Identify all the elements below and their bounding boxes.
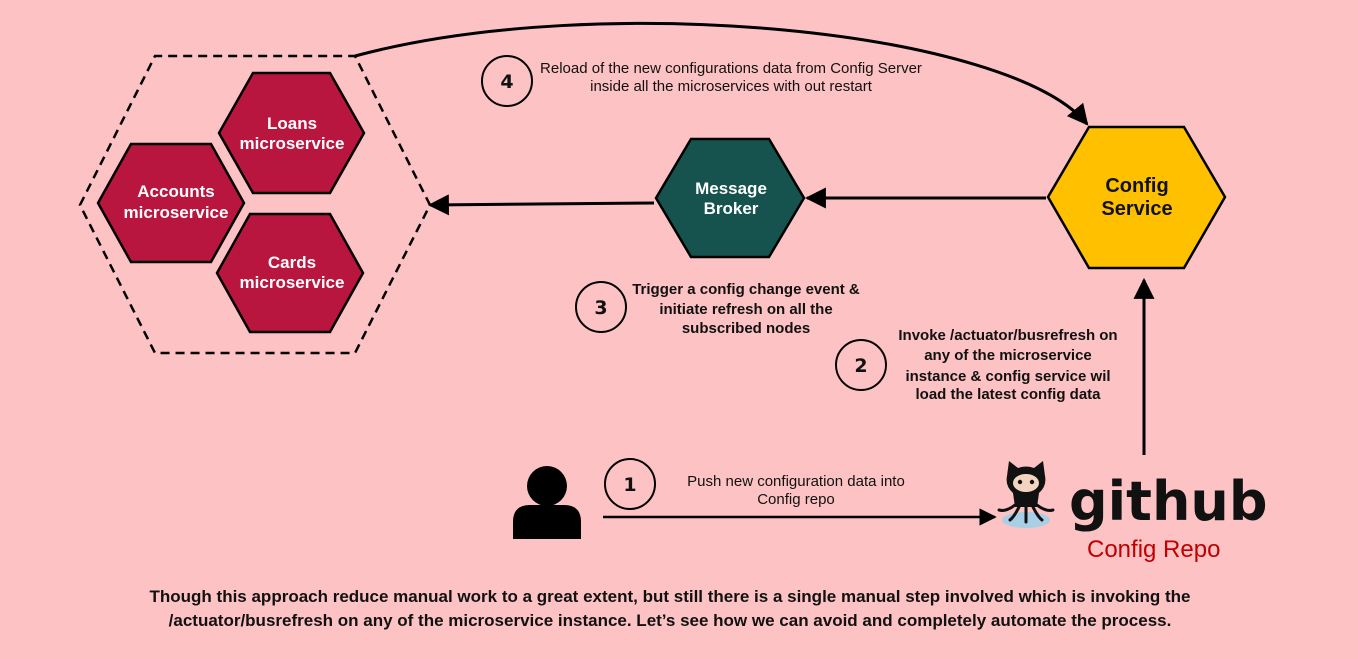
cards-sublabel: microservice	[240, 273, 345, 292]
step-1-circle	[604, 458, 656, 510]
cards-microservice-hexagon[interactable]: Cards microservice	[215, 212, 365, 334]
config-repo-label: Config Repo	[1087, 536, 1220, 563]
message-broker-hexagon[interactable]: Message Broker	[654, 137, 806, 259]
octocat-icon	[997, 461, 1055, 528]
accounts-sublabel: microservice	[124, 203, 229, 222]
accounts-microservice-hexagon[interactable]: Accounts microservice	[96, 142, 246, 264]
footer-line-2: /actuator/busrefresh on any of the micro…	[169, 611, 1172, 630]
config-service-sublabel: Service	[1101, 198, 1172, 220]
step-3-text-line-2: initiate refresh on all the	[659, 301, 832, 318]
user-icon	[513, 466, 581, 539]
config-service-label: Config	[1105, 175, 1168, 197]
step-1-text-line-1: Push new configuration data into	[687, 473, 905, 490]
step-3-text-line-1: Trigger a config change event &	[632, 281, 860, 298]
accounts-label: Accounts	[137, 182, 214, 201]
arrow-broker-to-services	[427, 194, 655, 216]
step-2-text-line-4: load the latest config data	[915, 386, 1101, 403]
github-wordmark: github	[1069, 470, 1268, 533]
step-3-text-line-3: subscribed nodes	[682, 320, 810, 337]
message-broker-label: Message	[695, 179, 767, 198]
step-2-circle	[835, 339, 887, 391]
message-broker-sublabel: Broker	[704, 199, 759, 218]
step-3-circle	[575, 281, 627, 333]
step-4-text-line-1: Reload of the new configurations data fr…	[540, 60, 922, 77]
step-4-text-line-2: inside all the microservices with out re…	[590, 78, 873, 95]
step-3-number: 3	[594, 297, 607, 319]
step-1-text-line-2: Config repo	[757, 491, 835, 508]
step-4-circle	[481, 55, 533, 107]
step-2-text-line-3: instance & config service wil	[905, 368, 1110, 385]
step-2-text-line-2: any of the microservice	[924, 347, 1092, 364]
loans-sublabel: microservice	[240, 134, 345, 153]
loans-microservice-hexagon[interactable]: Loans microservice	[217, 71, 366, 195]
step-1-number: 1	[623, 474, 636, 496]
cards-label: Cards	[268, 253, 316, 272]
config-service-hexagon[interactable]: Config Service	[1046, 125, 1227, 270]
loans-label: Loans	[267, 114, 317, 133]
arrow-services-to-config-reload	[354, 21, 1089, 126]
step-2-text-line-1: Invoke /actuator/busrefresh on	[898, 327, 1117, 344]
step-4-number: 4	[500, 71, 513, 93]
footer-line-1: Though this approach reduce manual work …	[150, 587, 1191, 606]
step-2-number: 2	[854, 355, 867, 377]
